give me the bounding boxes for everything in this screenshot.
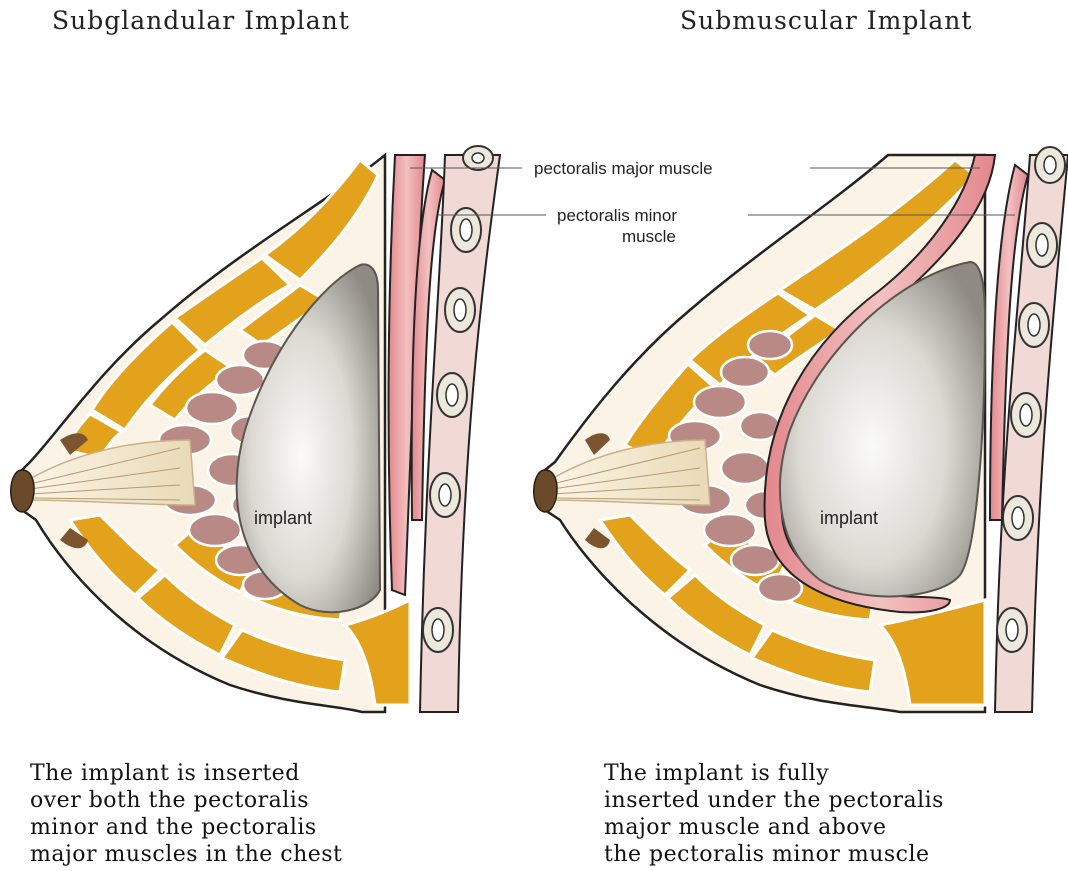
right-nipple [534, 470, 557, 512]
pectoralis-major-label: pectoralis major muscle [534, 159, 713, 178]
caption-line: over both the pectoralis [30, 787, 342, 814]
left-panel: implant [11, 146, 500, 712]
caption-submuscular: The implant is fully inserted under the … [604, 760, 944, 868]
right-implant-label: implant [820, 508, 878, 528]
caption-line: major muscle and above [604, 814, 944, 841]
left-nipple [11, 470, 34, 512]
caption-line: major muscles in the chest [30, 841, 342, 868]
caption-line: the pectoralis minor muscle [604, 841, 944, 868]
left-implant-label: implant [254, 508, 312, 528]
caption-line: inserted under the pectoralis [604, 787, 944, 814]
caption-line: minor and the pectoralis [30, 814, 342, 841]
caption-line: The implant is inserted [30, 760, 342, 787]
pectoralis-minor-label-line1: pectoralis minor [557, 206, 677, 225]
caption-subglandular: The implant is inserted over both the pe… [30, 760, 342, 868]
right-panel: implant [534, 147, 1068, 712]
pectoralis-minor-label-line2: muscle [622, 227, 676, 246]
caption-line: The implant is fully [604, 760, 944, 787]
